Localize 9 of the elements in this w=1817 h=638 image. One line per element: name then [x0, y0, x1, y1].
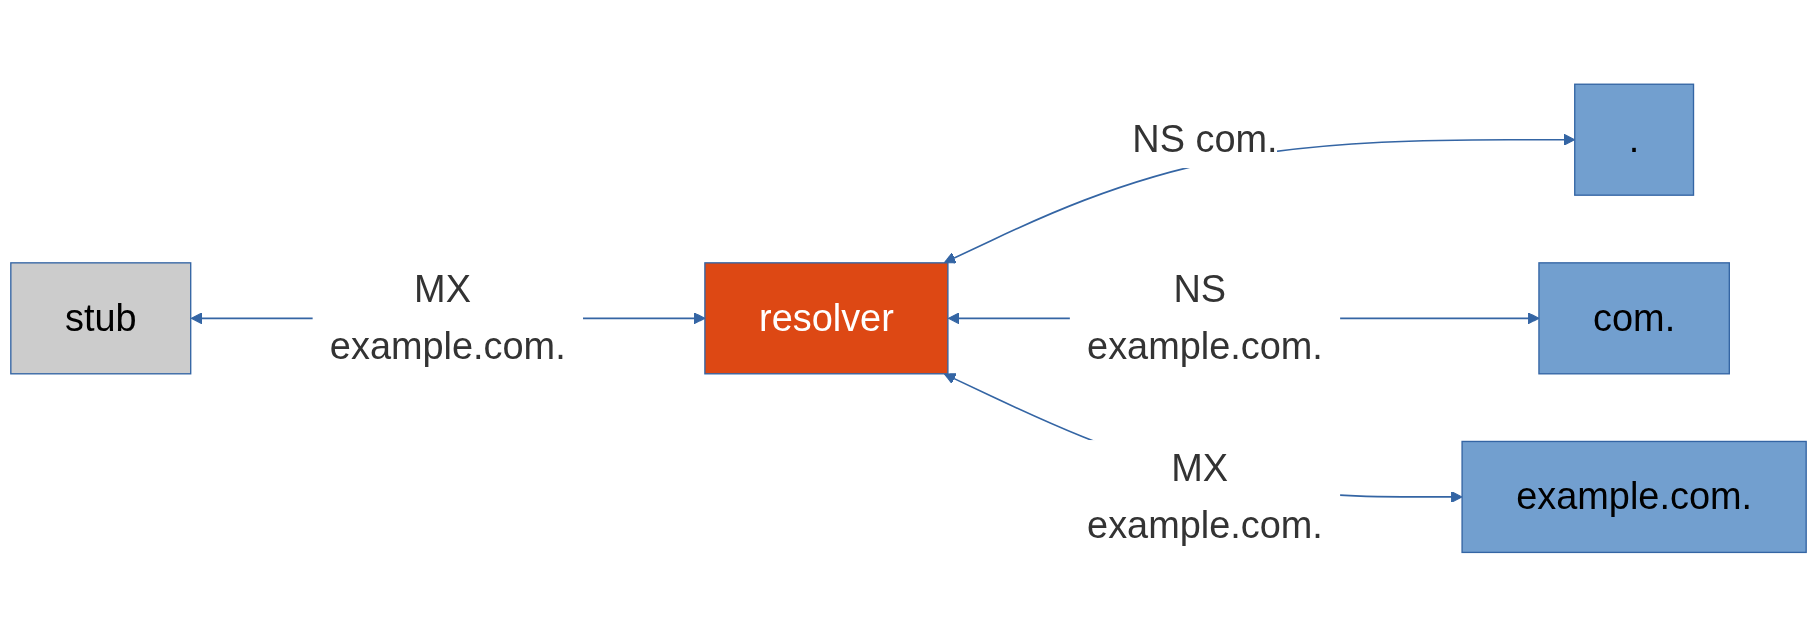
edge-label: MX example.com. — [329, 268, 566, 368]
edge-label: MX example.com. — [1087, 446, 1323, 546]
node-box: stub — [10, 262, 192, 375]
edge-label: NS example.com. — [1087, 268, 1323, 368]
node-box: resolver — [704, 262, 949, 375]
node-box: com. — [1538, 262, 1730, 375]
node-box: example.com. — [1461, 440, 1807, 554]
node-box: . — [1574, 83, 1695, 196]
edge-label: NS com. — [1132, 118, 1278, 161]
